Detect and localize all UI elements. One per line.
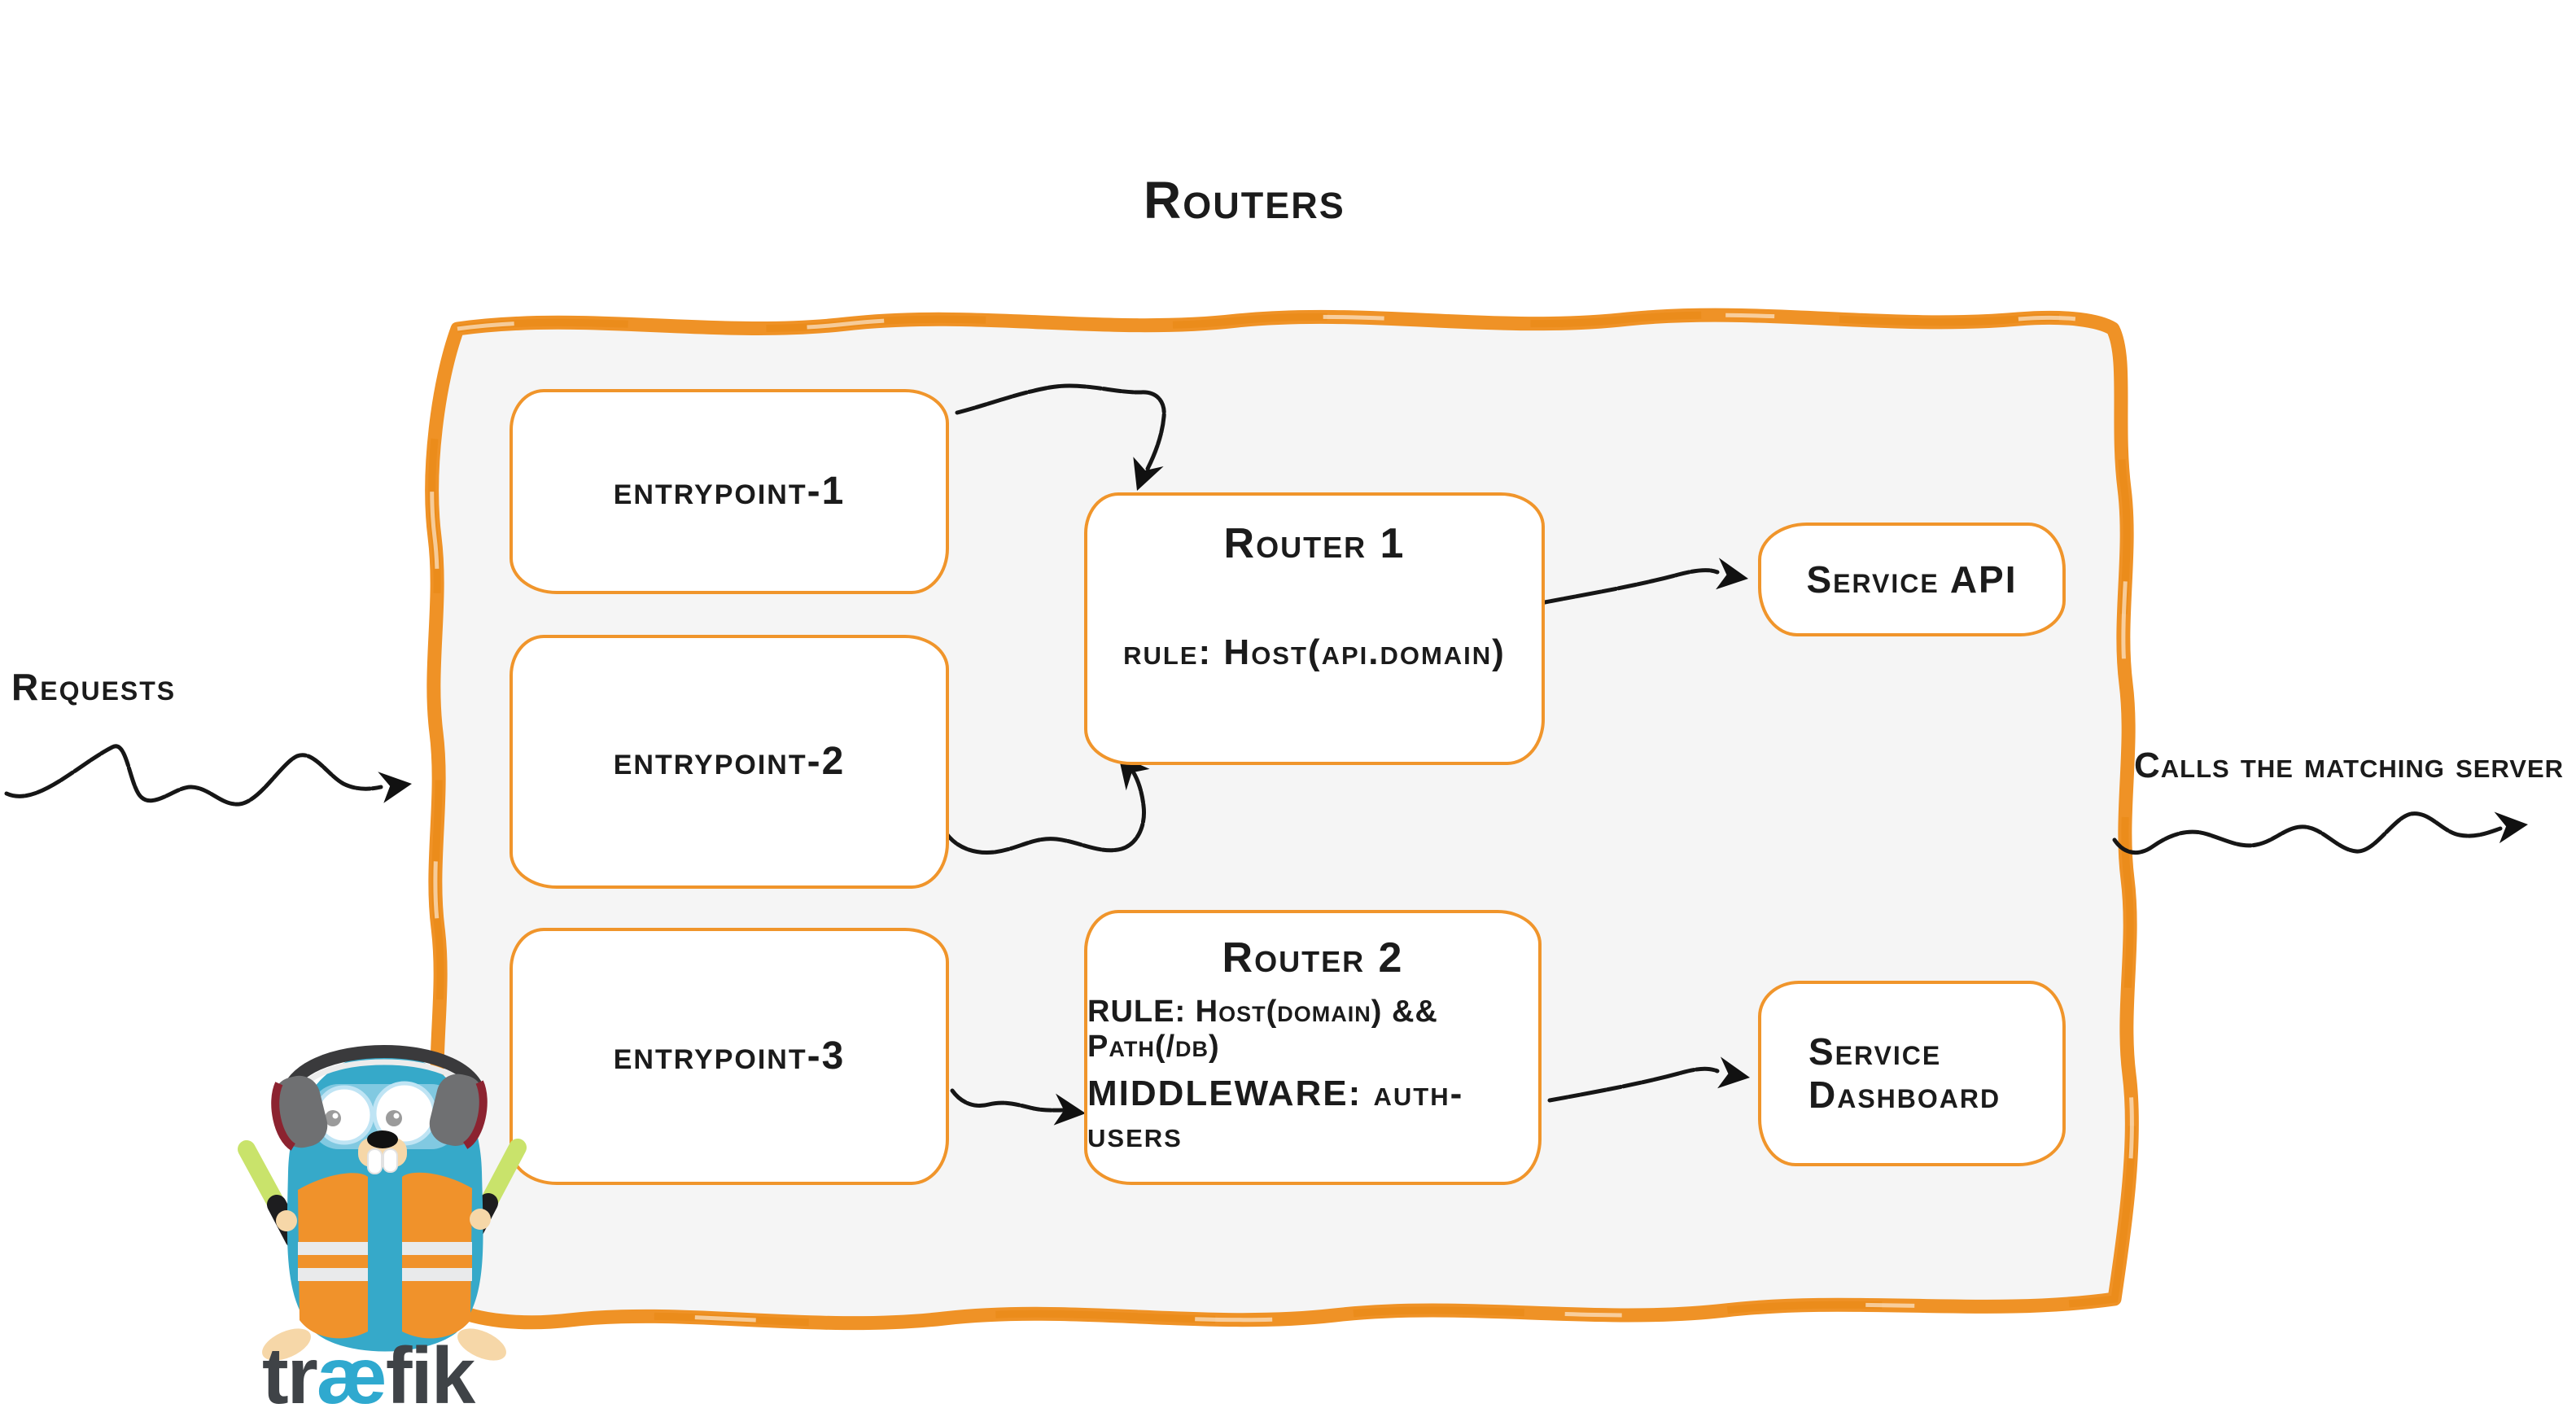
router-2-middleware: MIDDLEWARE: auth-users	[1087, 1073, 1464, 1155]
calls-arrow	[2112, 811, 2528, 855]
service-dashboard-label-line1: Service	[1808, 1030, 1942, 1073]
requests-arrow	[4, 744, 412, 807]
router-2-box: Router 2 RULE: Host(domain) && Path(/db)…	[1084, 910, 1542, 1185]
traefik-wordmark: træfik	[262, 1330, 475, 1408]
entrypoint-1-box: entrypoint-1	[510, 389, 949, 594]
calls-label: Calls the matching server	[2134, 746, 2565, 785]
container-brush-accent	[428, 311, 2136, 1327]
wordmark-fik: fik	[385, 1331, 475, 1408]
requests-label: Requests	[11, 666, 177, 708]
service-dashboard-box: Service Dashboard	[1758, 981, 2066, 1166]
gopher-safety-vest	[298, 1172, 472, 1339]
gopher-hands	[276, 1209, 491, 1231]
entrypoint-3-box: entrypoint-3	[510, 928, 949, 1185]
entrypoint-2-label: entrypoint-2	[613, 740, 846, 784]
service-api-box: Service API	[1758, 523, 2066, 636]
service-api-label: Service API	[1806, 558, 2018, 601]
wordmark-ae: æ	[316, 1331, 387, 1408]
gopher-eyes	[314, 1081, 437, 1146]
wordmark-tr: tr	[262, 1331, 318, 1408]
router-1-box: Router 1 rule: Host(api.domain)	[1084, 492, 1545, 765]
gopher-muzzle	[358, 1130, 407, 1174]
gopher-headphones-icon	[271, 1045, 488, 1151]
router-1-title: Router 1	[1223, 520, 1406, 567]
service-dashboard-label-line2: Dashboard	[1808, 1073, 2001, 1116]
arrow-entrypoint3-to-router2	[950, 1088, 1086, 1126]
traefik-gopher-mascot	[238, 1045, 527, 1361]
gopher-feet	[262, 1328, 506, 1361]
router-2-rule: RULE: Host(domain) && Path(/db)	[1087, 994, 1438, 1065]
router-1-rule: rule: Host(api.domain)	[1123, 632, 1506, 672]
router-2-title: Router 2	[1222, 934, 1404, 982]
entrypoint-3-label: entrypoint-3	[613, 1034, 846, 1078]
arrow-router2-to-service-dashboard	[1547, 1056, 1750, 1103]
entrypoint-1-label: entrypoint-1	[613, 470, 846, 514]
arrow-router1-to-service-api	[1542, 558, 1748, 605]
entrypoint-2-box: entrypoint-2	[510, 635, 949, 889]
arrow-entrypoint1-to-router1	[955, 383, 1166, 491]
diagram-title: Routers	[1144, 171, 1345, 230]
